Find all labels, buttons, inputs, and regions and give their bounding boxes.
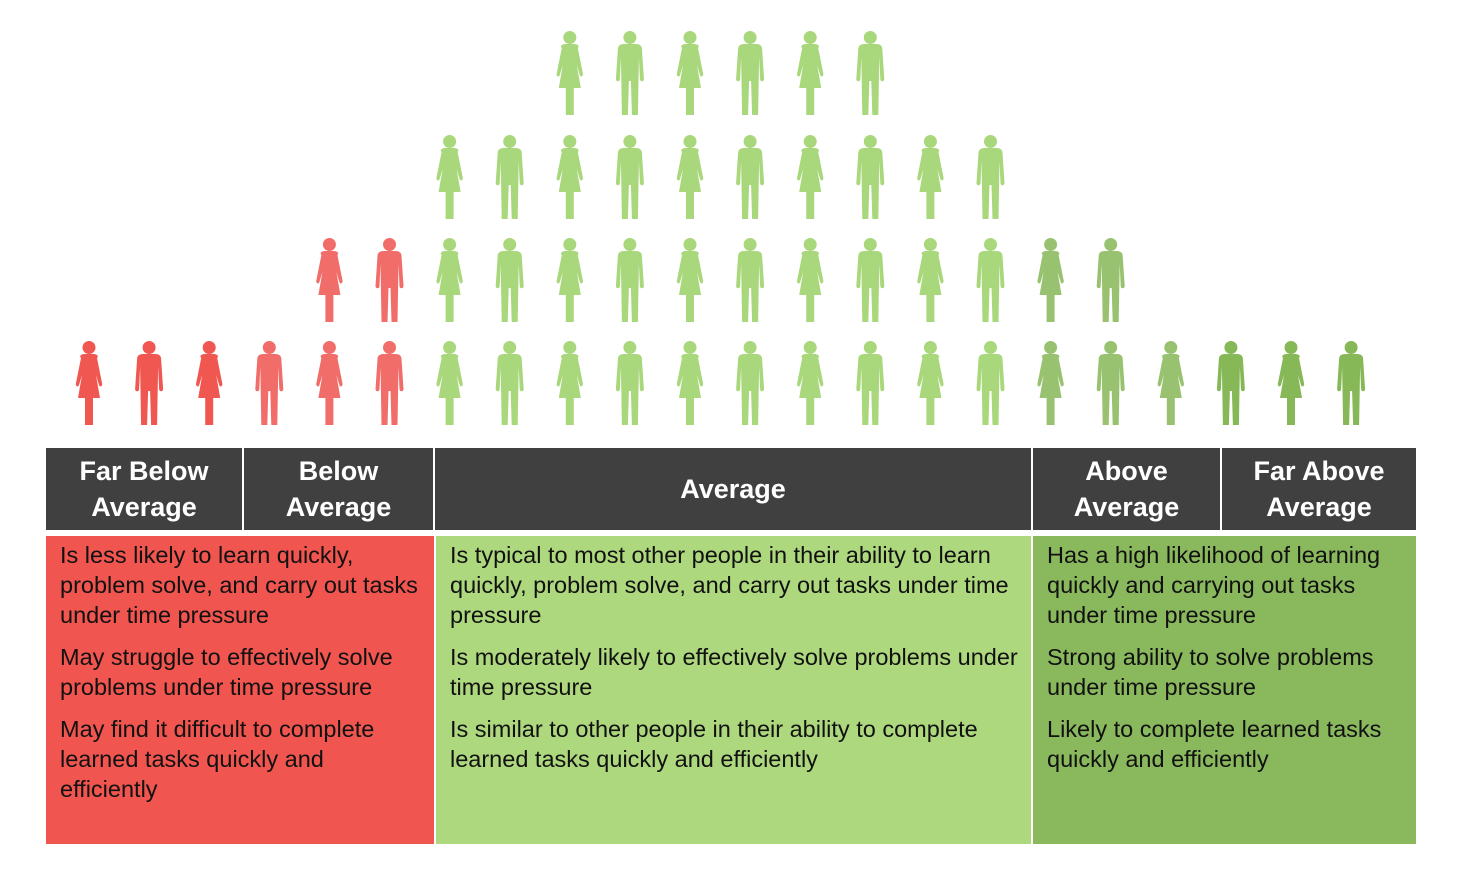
man-icon bbox=[495, 135, 524, 219]
average-description-panel: Is typical to most other people in their… bbox=[436, 536, 1031, 844]
woman-icon bbox=[796, 31, 824, 115]
man-icon bbox=[1096, 238, 1125, 322]
man-icon bbox=[615, 31, 644, 115]
header-far-above-line-2: Average bbox=[1266, 492, 1372, 522]
man-icon bbox=[736, 238, 765, 322]
woman-icon bbox=[917, 341, 944, 425]
woman-icon bbox=[436, 238, 463, 322]
average-description-2: Is moderately likely to effectively solv… bbox=[450, 644, 1018, 700]
man-icon bbox=[135, 341, 164, 425]
woman-icon bbox=[1037, 238, 1064, 322]
man-icon bbox=[1216, 341, 1245, 425]
man-icon bbox=[736, 31, 765, 115]
average-description-1: Is typical to most other people in their… bbox=[450, 542, 1009, 628]
man-icon bbox=[736, 135, 765, 219]
woman-icon bbox=[676, 31, 704, 115]
man-icon bbox=[375, 238, 404, 322]
header-far-below-line-1: Far Below bbox=[79, 456, 209, 486]
population-figures bbox=[75, 31, 1366, 425]
woman-icon bbox=[796, 135, 824, 219]
woman-icon bbox=[436, 341, 463, 425]
man-icon bbox=[856, 238, 885, 322]
below-description-2: May struggle to effectively solve proble… bbox=[60, 644, 393, 700]
woman-icon bbox=[796, 341, 824, 425]
header-far-below-line-2: Average bbox=[91, 492, 197, 522]
below-description-1: Is less likely to learn quickly, problem… bbox=[60, 542, 418, 628]
header-below-line-2: Average bbox=[285, 492, 392, 522]
man-icon bbox=[1337, 341, 1366, 425]
above-average-description-panel: Has a high likelihood of learning quickl… bbox=[1033, 536, 1416, 844]
woman-icon bbox=[436, 135, 463, 219]
man-icon bbox=[495, 341, 524, 425]
woman-icon bbox=[316, 238, 343, 322]
man-icon bbox=[976, 135, 1005, 219]
man-icon bbox=[375, 341, 404, 425]
man-icon bbox=[495, 238, 524, 322]
man-icon bbox=[615, 135, 644, 219]
woman-icon bbox=[796, 238, 824, 322]
woman-icon bbox=[676, 135, 704, 219]
header-average: Average bbox=[435, 448, 1033, 530]
man-icon bbox=[856, 341, 885, 425]
above-description-3: Likely to complete learned tasks quickly… bbox=[1047, 716, 1382, 772]
woman-icon bbox=[917, 238, 944, 322]
above-description-1: Has a high likelihood of learning quickl… bbox=[1047, 542, 1381, 628]
man-icon bbox=[856, 31, 885, 115]
woman-icon bbox=[1037, 341, 1064, 425]
woman-icon bbox=[556, 238, 584, 322]
average-description-3: Is similar to other people in their abil… bbox=[450, 716, 978, 772]
man-icon bbox=[255, 341, 284, 425]
header-average-line-1: Average bbox=[680, 474, 786, 504]
header-below-line-1: Below bbox=[298, 456, 379, 486]
man-icon bbox=[615, 238, 644, 322]
man-icon bbox=[736, 341, 765, 425]
header-far-above-line-1: Far Above bbox=[1253, 456, 1385, 486]
woman-icon bbox=[556, 31, 584, 115]
below-description-3: May find it difficult to complete learne… bbox=[60, 716, 375, 802]
man-icon bbox=[1096, 341, 1125, 425]
woman-icon bbox=[676, 341, 704, 425]
woman-icon bbox=[917, 135, 944, 219]
woman-icon bbox=[316, 341, 343, 425]
man-icon bbox=[976, 341, 1005, 425]
woman-icon bbox=[75, 341, 103, 425]
header-above-line-1: Above bbox=[1085, 456, 1168, 486]
woman-icon bbox=[556, 341, 584, 425]
header-above-line-2: Average bbox=[1073, 492, 1180, 522]
woman-icon bbox=[556, 135, 584, 219]
man-icon bbox=[856, 135, 885, 219]
woman-icon bbox=[676, 238, 704, 322]
man-icon bbox=[976, 238, 1005, 322]
woman-icon bbox=[1277, 341, 1305, 425]
man-icon bbox=[615, 341, 644, 425]
woman-icon bbox=[1157, 341, 1185, 425]
woman-icon bbox=[195, 341, 223, 425]
below-average-description-panel: Is less likely to learn quickly, problem… bbox=[46, 536, 434, 844]
above-description-2: Strong ability to solve problems under t… bbox=[1047, 644, 1374, 700]
